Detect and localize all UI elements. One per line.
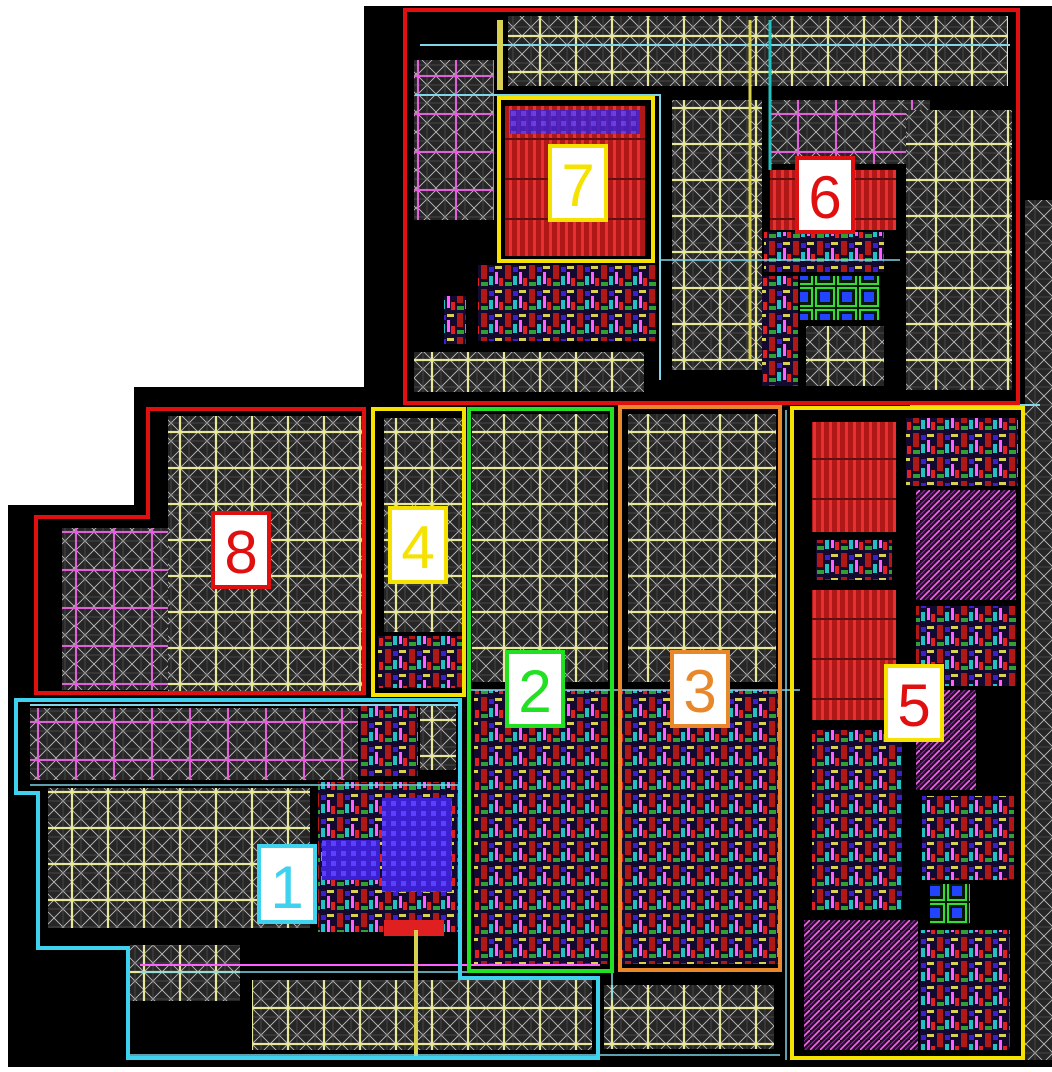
block-6-label-text: 6	[808, 164, 841, 231]
block-6-outline	[403, 8, 1020, 405]
block-4-outline	[371, 407, 466, 697]
dense-circuitry	[318, 106, 1018, 1050]
block-2-outline	[467, 407, 614, 973]
block-1-outline	[14, 698, 600, 1060]
block-5-label: 5	[884, 664, 944, 742]
block-8-label: 8	[211, 511, 271, 589]
block-3-outline	[618, 405, 782, 972]
block-4-label-text: 4	[401, 514, 434, 581]
block-5-label-text: 5	[897, 672, 930, 739]
block-labels: 1 2 3 4 5 6 7	[211, 144, 944, 924]
block-7-label-text: 7	[561, 152, 594, 219]
block-outlines	[14, 8, 1025, 1060]
block-3-label-text: 3	[683, 658, 716, 725]
cell-arrays	[30, 16, 1052, 1060]
block-5-outline	[790, 406, 1025, 1060]
block-4-label: 4	[388, 506, 448, 584]
block-2-label: 2	[505, 650, 565, 728]
block-8-outline	[34, 407, 366, 695]
block-6-label: 6	[795, 156, 855, 234]
block-7-outline	[497, 96, 655, 263]
block-1-label-text: 1	[270, 854, 303, 921]
block-2-label-text: 2	[518, 658, 551, 725]
block-7-label: 7	[548, 144, 608, 222]
block-8-label-text: 8	[224, 519, 257, 586]
block-1-label: 1	[257, 844, 317, 924]
block-3-label: 3	[670, 650, 730, 728]
